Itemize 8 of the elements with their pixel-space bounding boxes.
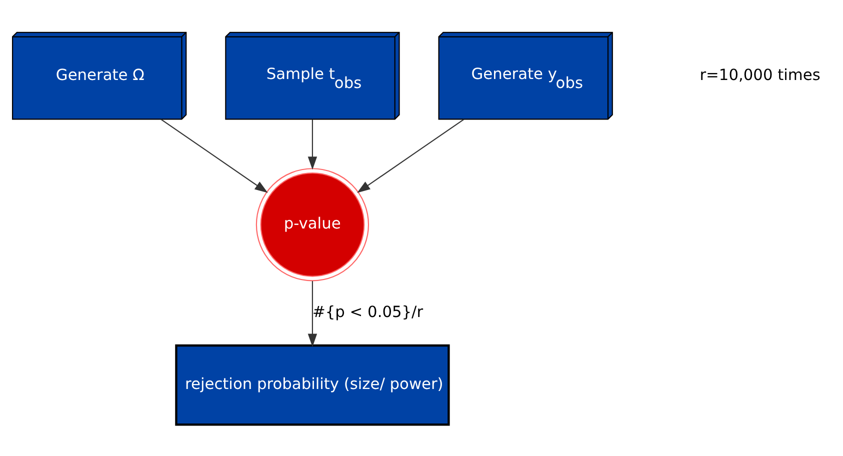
node-circle: p-value	[256, 168, 370, 281]
node-box: rejection probability (size/ power)	[175, 344, 450, 426]
arrow	[308, 118, 318, 170]
arrow	[357, 118, 464, 192]
label: r=10,000 times	[700, 65, 820, 84]
arrow	[160, 118, 268, 192]
edge-label: #{p < 0.05}/r	[312, 302, 424, 321]
arrow	[308, 280, 318, 346]
